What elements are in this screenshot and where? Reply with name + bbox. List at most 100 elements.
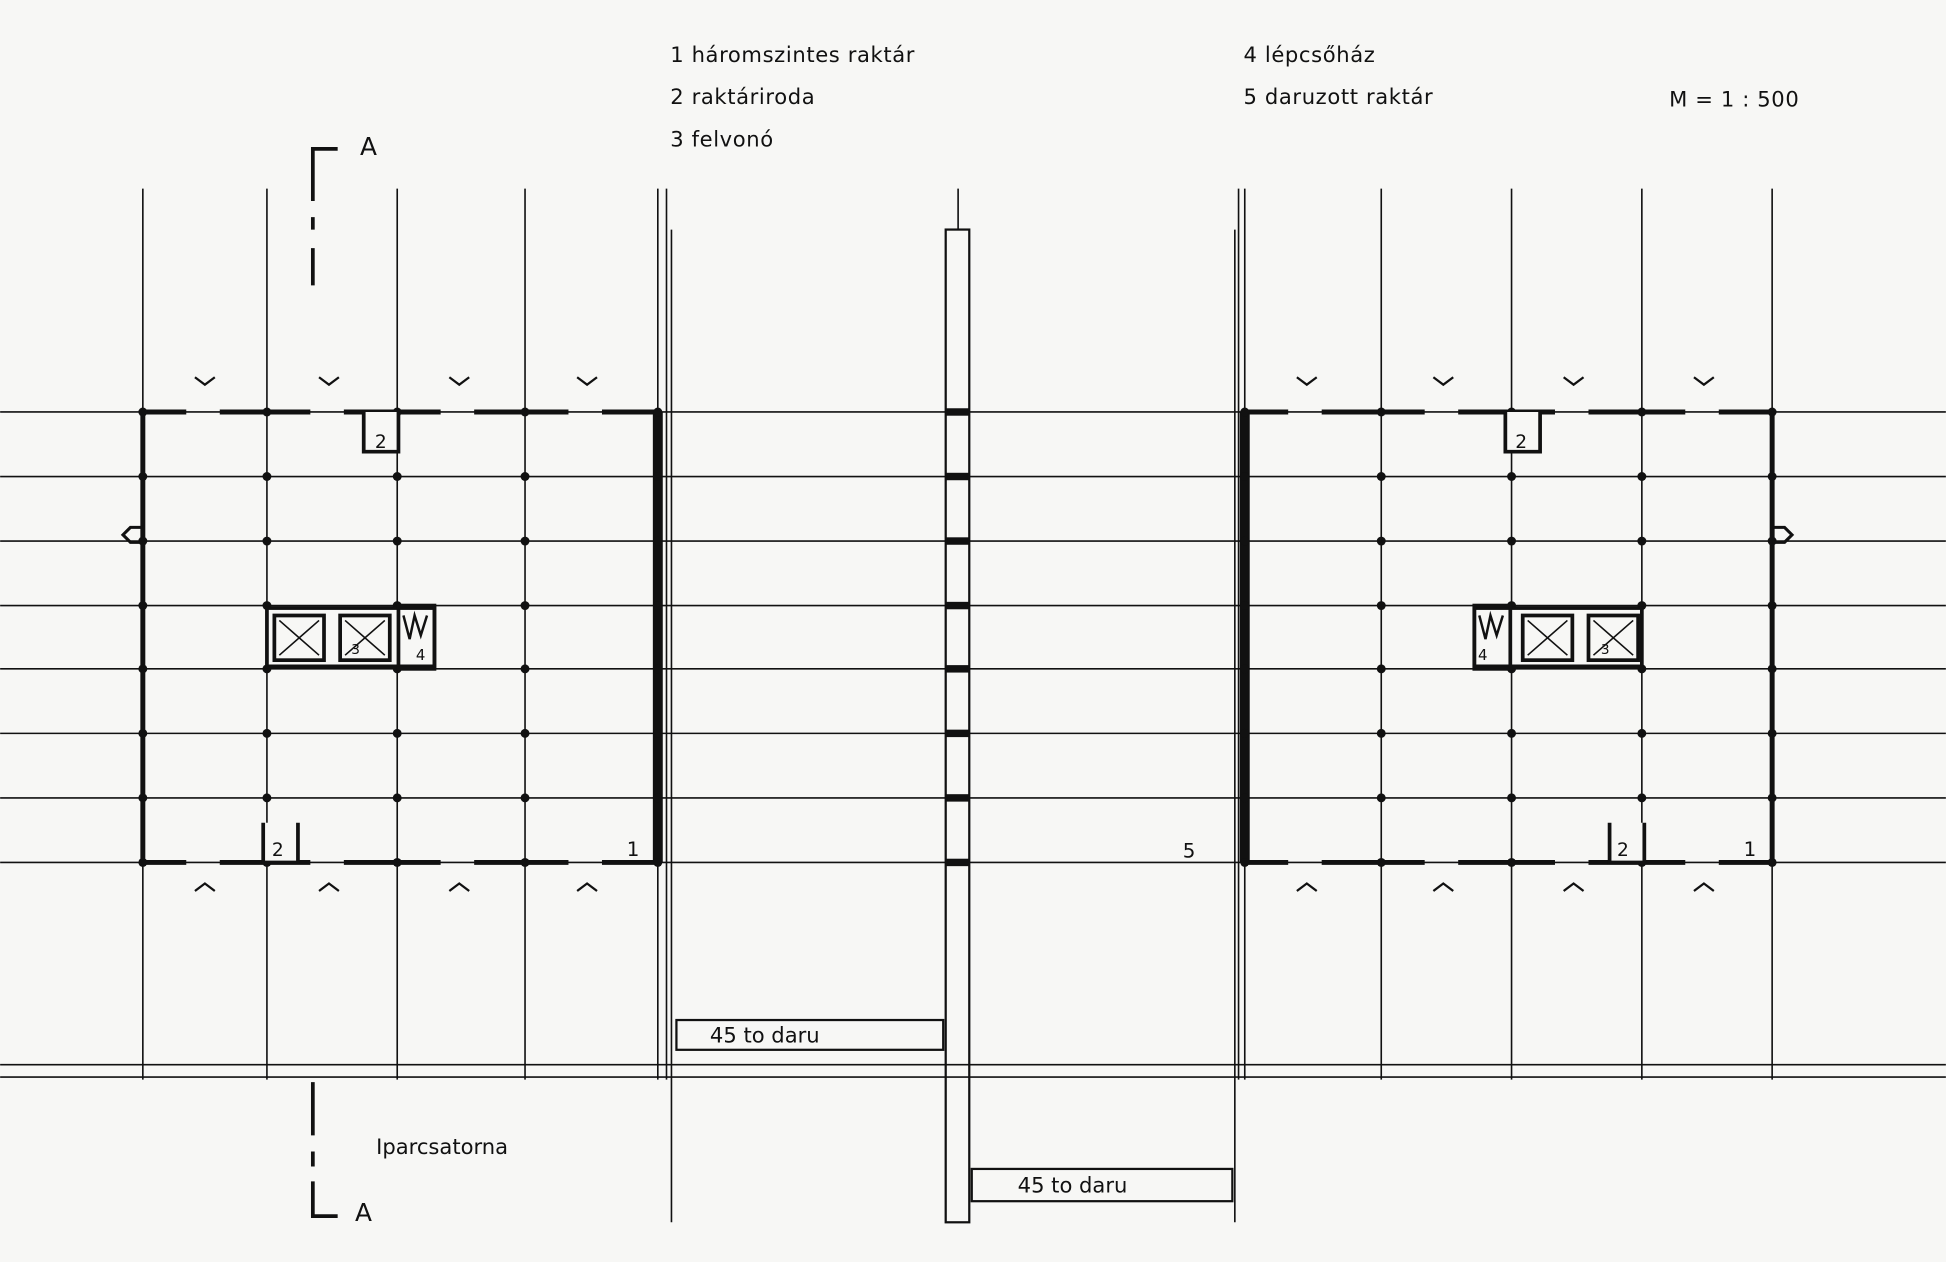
column-node (520, 857, 530, 867)
column-node (392, 472, 402, 481)
column-node (520, 664, 530, 674)
lift-label: 3 (351, 642, 360, 658)
canal-label: Iparcsatorna (376, 1134, 508, 1159)
column-node (262, 536, 272, 546)
section-marker-top: A (310, 132, 377, 286)
column-node (1507, 857, 1517, 867)
stair-label: 4 (1478, 646, 1487, 664)
column-node (653, 407, 663, 417)
column-node (262, 407, 272, 417)
runway-column-node (945, 472, 970, 481)
loading-dock-chevron (1432, 376, 1454, 387)
legend-item-4: 4 lépcsőház (1244, 42, 1376, 67)
column-node (138, 407, 148, 417)
runway-column-node (945, 537, 970, 545)
column-node (392, 536, 402, 546)
column-node (392, 793, 402, 803)
lift-label: 3 (1601, 642, 1610, 658)
column-node (138, 601, 148, 611)
column-node (653, 536, 663, 546)
section-label-bottom: A (355, 1198, 372, 1227)
column-node (392, 728, 402, 738)
loading-dock-chevron (194, 376, 216, 387)
column-node (1637, 472, 1647, 481)
structural-grid (0, 188, 1946, 1224)
legend: 1 háromszintes raktár 2 raktáriroda 3 fe… (670, 42, 1799, 151)
office-room (361, 411, 401, 454)
runway-column-node (945, 601, 970, 610)
column-node (1767, 857, 1777, 867)
stair (1472, 603, 1513, 671)
column-node (1637, 728, 1647, 738)
column-node (1376, 857, 1386, 867)
column-node (1637, 536, 1647, 546)
section-marker-bottom: A (310, 1082, 372, 1227)
loading-dock-chevron (1296, 882, 1318, 892)
runway-column-node (945, 858, 970, 867)
column-node (520, 536, 530, 546)
column-node (262, 728, 272, 738)
loading-dock-chevron (318, 376, 340, 387)
legend-item-3: 3 felvonó (670, 126, 774, 151)
legend-item-2: 2 raktáriroda (670, 84, 815, 109)
column-node (520, 793, 530, 803)
column-node (1376, 472, 1386, 481)
lift-cross (1592, 619, 1634, 656)
runway-column-node (945, 408, 970, 416)
office-room (261, 822, 300, 865)
loading-dock-chevron (1693, 376, 1715, 387)
stair (396, 603, 437, 671)
lift-cross (278, 619, 320, 656)
column-node (1240, 857, 1250, 867)
column-node (653, 728, 663, 738)
column-node (138, 793, 148, 803)
runway-column-node (945, 729, 970, 738)
runway-column-node (945, 794, 970, 802)
column-node (1240, 664, 1250, 674)
crane-label-text: 45 to daru (1018, 1173, 1128, 1198)
column-node (138, 472, 148, 481)
column-node (1240, 407, 1250, 417)
loading-dock-chevron (1432, 882, 1454, 892)
column-node (1507, 472, 1517, 481)
label-left-building: 1 (627, 838, 640, 861)
column-node (1507, 793, 1517, 803)
column-node (653, 472, 663, 481)
column-node (1376, 601, 1386, 611)
column-node (1376, 536, 1386, 546)
column-node (653, 857, 663, 867)
column-node (1240, 472, 1250, 481)
column-node (520, 601, 530, 611)
crane-label-text: 45 to daru (710, 1022, 820, 1047)
column-node (520, 472, 530, 481)
legend-item-5: 5 daruzott raktár (1244, 84, 1434, 109)
core (265, 606, 437, 669)
column-node (1767, 601, 1777, 611)
loading-dock-chevron (576, 882, 598, 892)
crane-label-1: 45 to daru (675, 1018, 945, 1051)
label-right-building: 1 (1744, 838, 1757, 861)
loading-dock-chevron (576, 376, 598, 387)
column-node (1376, 664, 1386, 674)
building-walls (138, 407, 1777, 867)
column-node (138, 728, 148, 738)
office-label: 2 (375, 432, 387, 453)
loading-dock-chevron (1693, 882, 1715, 892)
column-node (392, 857, 402, 867)
loading-dock-chevron (1563, 882, 1585, 892)
lift-cross (344, 619, 386, 656)
column-node (653, 601, 663, 611)
label-crane-hall: 5 (1183, 839, 1196, 862)
legend-item-1: 1 háromszintes raktár (670, 42, 915, 67)
column-node (1507, 728, 1517, 738)
column-node (1767, 472, 1777, 481)
runway-column-node (945, 665, 970, 673)
column-node (1767, 664, 1777, 674)
lift-shaft (1520, 613, 1575, 663)
column-node (1767, 793, 1777, 803)
lift-shaft (1586, 613, 1640, 663)
column-node (138, 857, 148, 867)
column-node (1376, 407, 1386, 417)
column-node (1376, 793, 1386, 803)
